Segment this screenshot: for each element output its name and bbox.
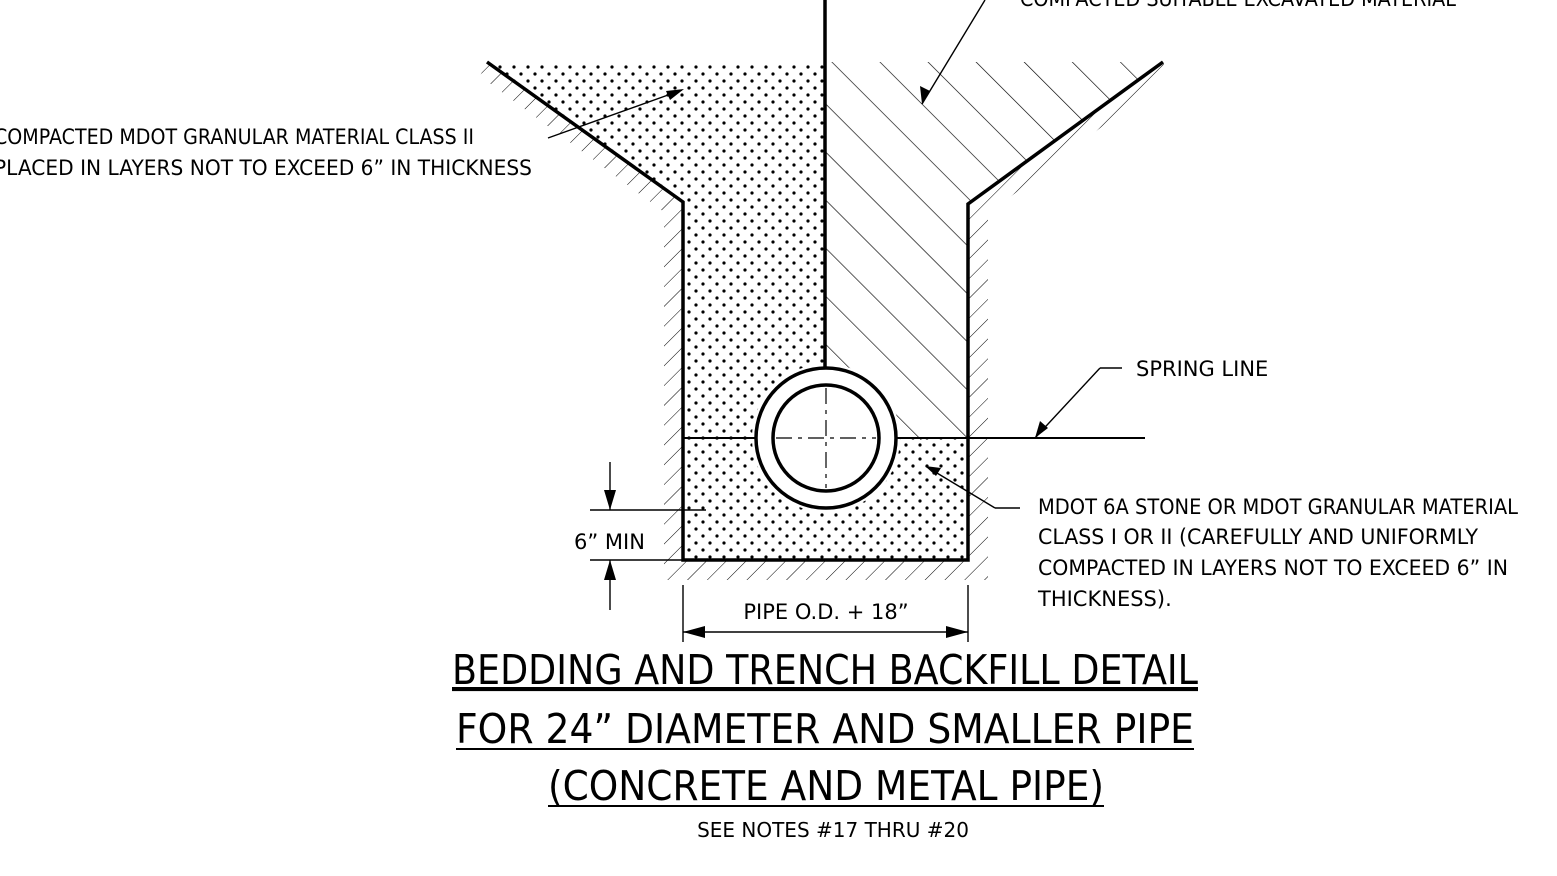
title-line2: FOR 24” DIAMETER AND SMALLER PIPE: [456, 705, 1194, 753]
title-line3: (CONCRETE AND METAL PIPE): [548, 762, 1104, 810]
native-earth-hatch: [480, 62, 1168, 580]
trench-outline: [485, 60, 1165, 562]
label-bedding-line2: CLASS I OR II (CAREFULLY AND UNIFORMLY: [1038, 525, 1478, 549]
leader-excavated-material: [920, 0, 986, 105]
label-granular-line1: COMPACTED MDOT GRANULAR MATERIAL CLASS I…: [0, 125, 474, 149]
leader-granular-material: [547, 89, 684, 139]
label-bedding-line4: THICKNESS).: [1037, 587, 1172, 611]
leader-spring-line: [1034, 367, 1122, 439]
leader-bedding-material: [925, 466, 1020, 509]
label-trench-width: PIPE O.D. + 18”: [743, 600, 908, 624]
label-bedding-line1: MDOT 6A STONE OR MDOT GRANULAR MATERIAL: [1038, 495, 1518, 519]
label-bedding-line3: COMPACTED IN LAYERS NOT TO EXCEED 6” IN: [1038, 556, 1508, 580]
label-min-depth: 6” MIN: [574, 530, 645, 554]
title-notes-reference: SEE NOTES #17 THRU #20: [697, 818, 969, 842]
trench-width-dimension: [682, 585, 969, 642]
label-excavated-material: COMPACTED SUITABLE EXCAVATED MATERIAL: [1020, 0, 1456, 11]
label-granular-line2: PLACED IN LAYERS NOT TO EXCEED 6” IN THI…: [0, 156, 532, 180]
min-depth-dimension: [590, 462, 706, 610]
pipe-inner-wall: [771, 383, 881, 493]
label-spring-line: SPRING LINE: [1136, 357, 1268, 381]
title-line1: BEDDING AND TRENCH BACKFILL DETAIL: [452, 646, 1198, 694]
